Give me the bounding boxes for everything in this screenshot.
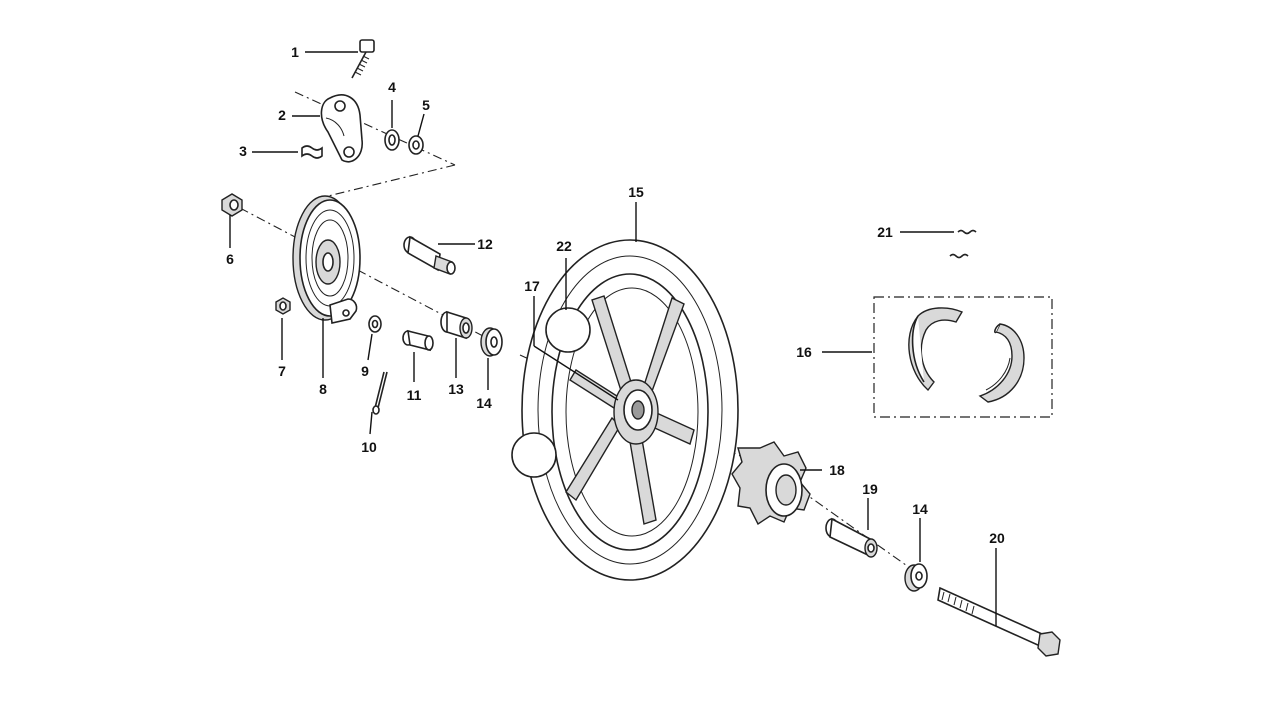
part-22-valve-cap xyxy=(511,307,591,478)
callout-11: 11 xyxy=(407,387,422,403)
callout-1: 1 xyxy=(291,44,299,60)
callout-16: 16 xyxy=(796,344,812,360)
callout-20: 20 xyxy=(989,530,1005,546)
callout-6: 6 xyxy=(226,251,234,267)
part-18-damper xyxy=(731,441,811,526)
callout-15: 15 xyxy=(628,184,644,200)
part-14-collar-right xyxy=(904,563,928,592)
part-16-brake-shoes xyxy=(873,296,1053,418)
part-1-bolt xyxy=(351,39,375,79)
callout-9: 9 xyxy=(361,363,369,379)
part-6-cap-nut xyxy=(221,193,243,217)
part-19-sleeve xyxy=(825,517,878,558)
callout-18: 18 xyxy=(829,462,845,478)
part-11-pin xyxy=(402,329,434,352)
callout-14-left: 14 xyxy=(476,395,492,411)
callout-10: 10 xyxy=(361,439,377,455)
callout-19: 19 xyxy=(862,481,878,497)
callout-labels: 1 2 3 4 5 6 7 8 9 10 11 12 13 14 15 16 1… xyxy=(226,44,1005,546)
callout-2: 2 xyxy=(278,107,286,123)
callout-3: 3 xyxy=(239,143,247,159)
part-9-washer xyxy=(368,315,382,333)
brake-shoe-box xyxy=(873,296,1053,418)
part-21-springs xyxy=(949,229,977,259)
callout-12: 12 xyxy=(477,236,493,252)
part-7-nut xyxy=(275,297,291,315)
callout-17: 17 xyxy=(524,278,540,294)
callout-8: 8 xyxy=(319,381,327,397)
part-8-brake-panel xyxy=(292,195,361,324)
part-13-spacer xyxy=(440,310,473,340)
part-10-cotter-pin xyxy=(372,371,388,415)
callout-5: 5 xyxy=(422,97,430,113)
callout-22: 22 xyxy=(556,238,572,254)
part-5-nut xyxy=(408,135,424,155)
callout-7: 7 xyxy=(278,363,286,379)
part-3-spring xyxy=(301,145,323,159)
leader-lines xyxy=(229,51,997,626)
part-20-axle-bolt xyxy=(937,586,1061,657)
callout-13: 13 xyxy=(448,381,464,397)
part-4-washer xyxy=(384,129,400,151)
callout-14-right: 14 xyxy=(912,501,928,517)
part-12-camshaft xyxy=(403,235,456,275)
part-14-collar-left xyxy=(480,327,503,357)
callout-21: 21 xyxy=(877,224,893,240)
callout-4: 4 xyxy=(388,79,396,95)
part-2-brake-arm xyxy=(320,94,363,163)
part-15-wheel-tire xyxy=(521,239,739,581)
